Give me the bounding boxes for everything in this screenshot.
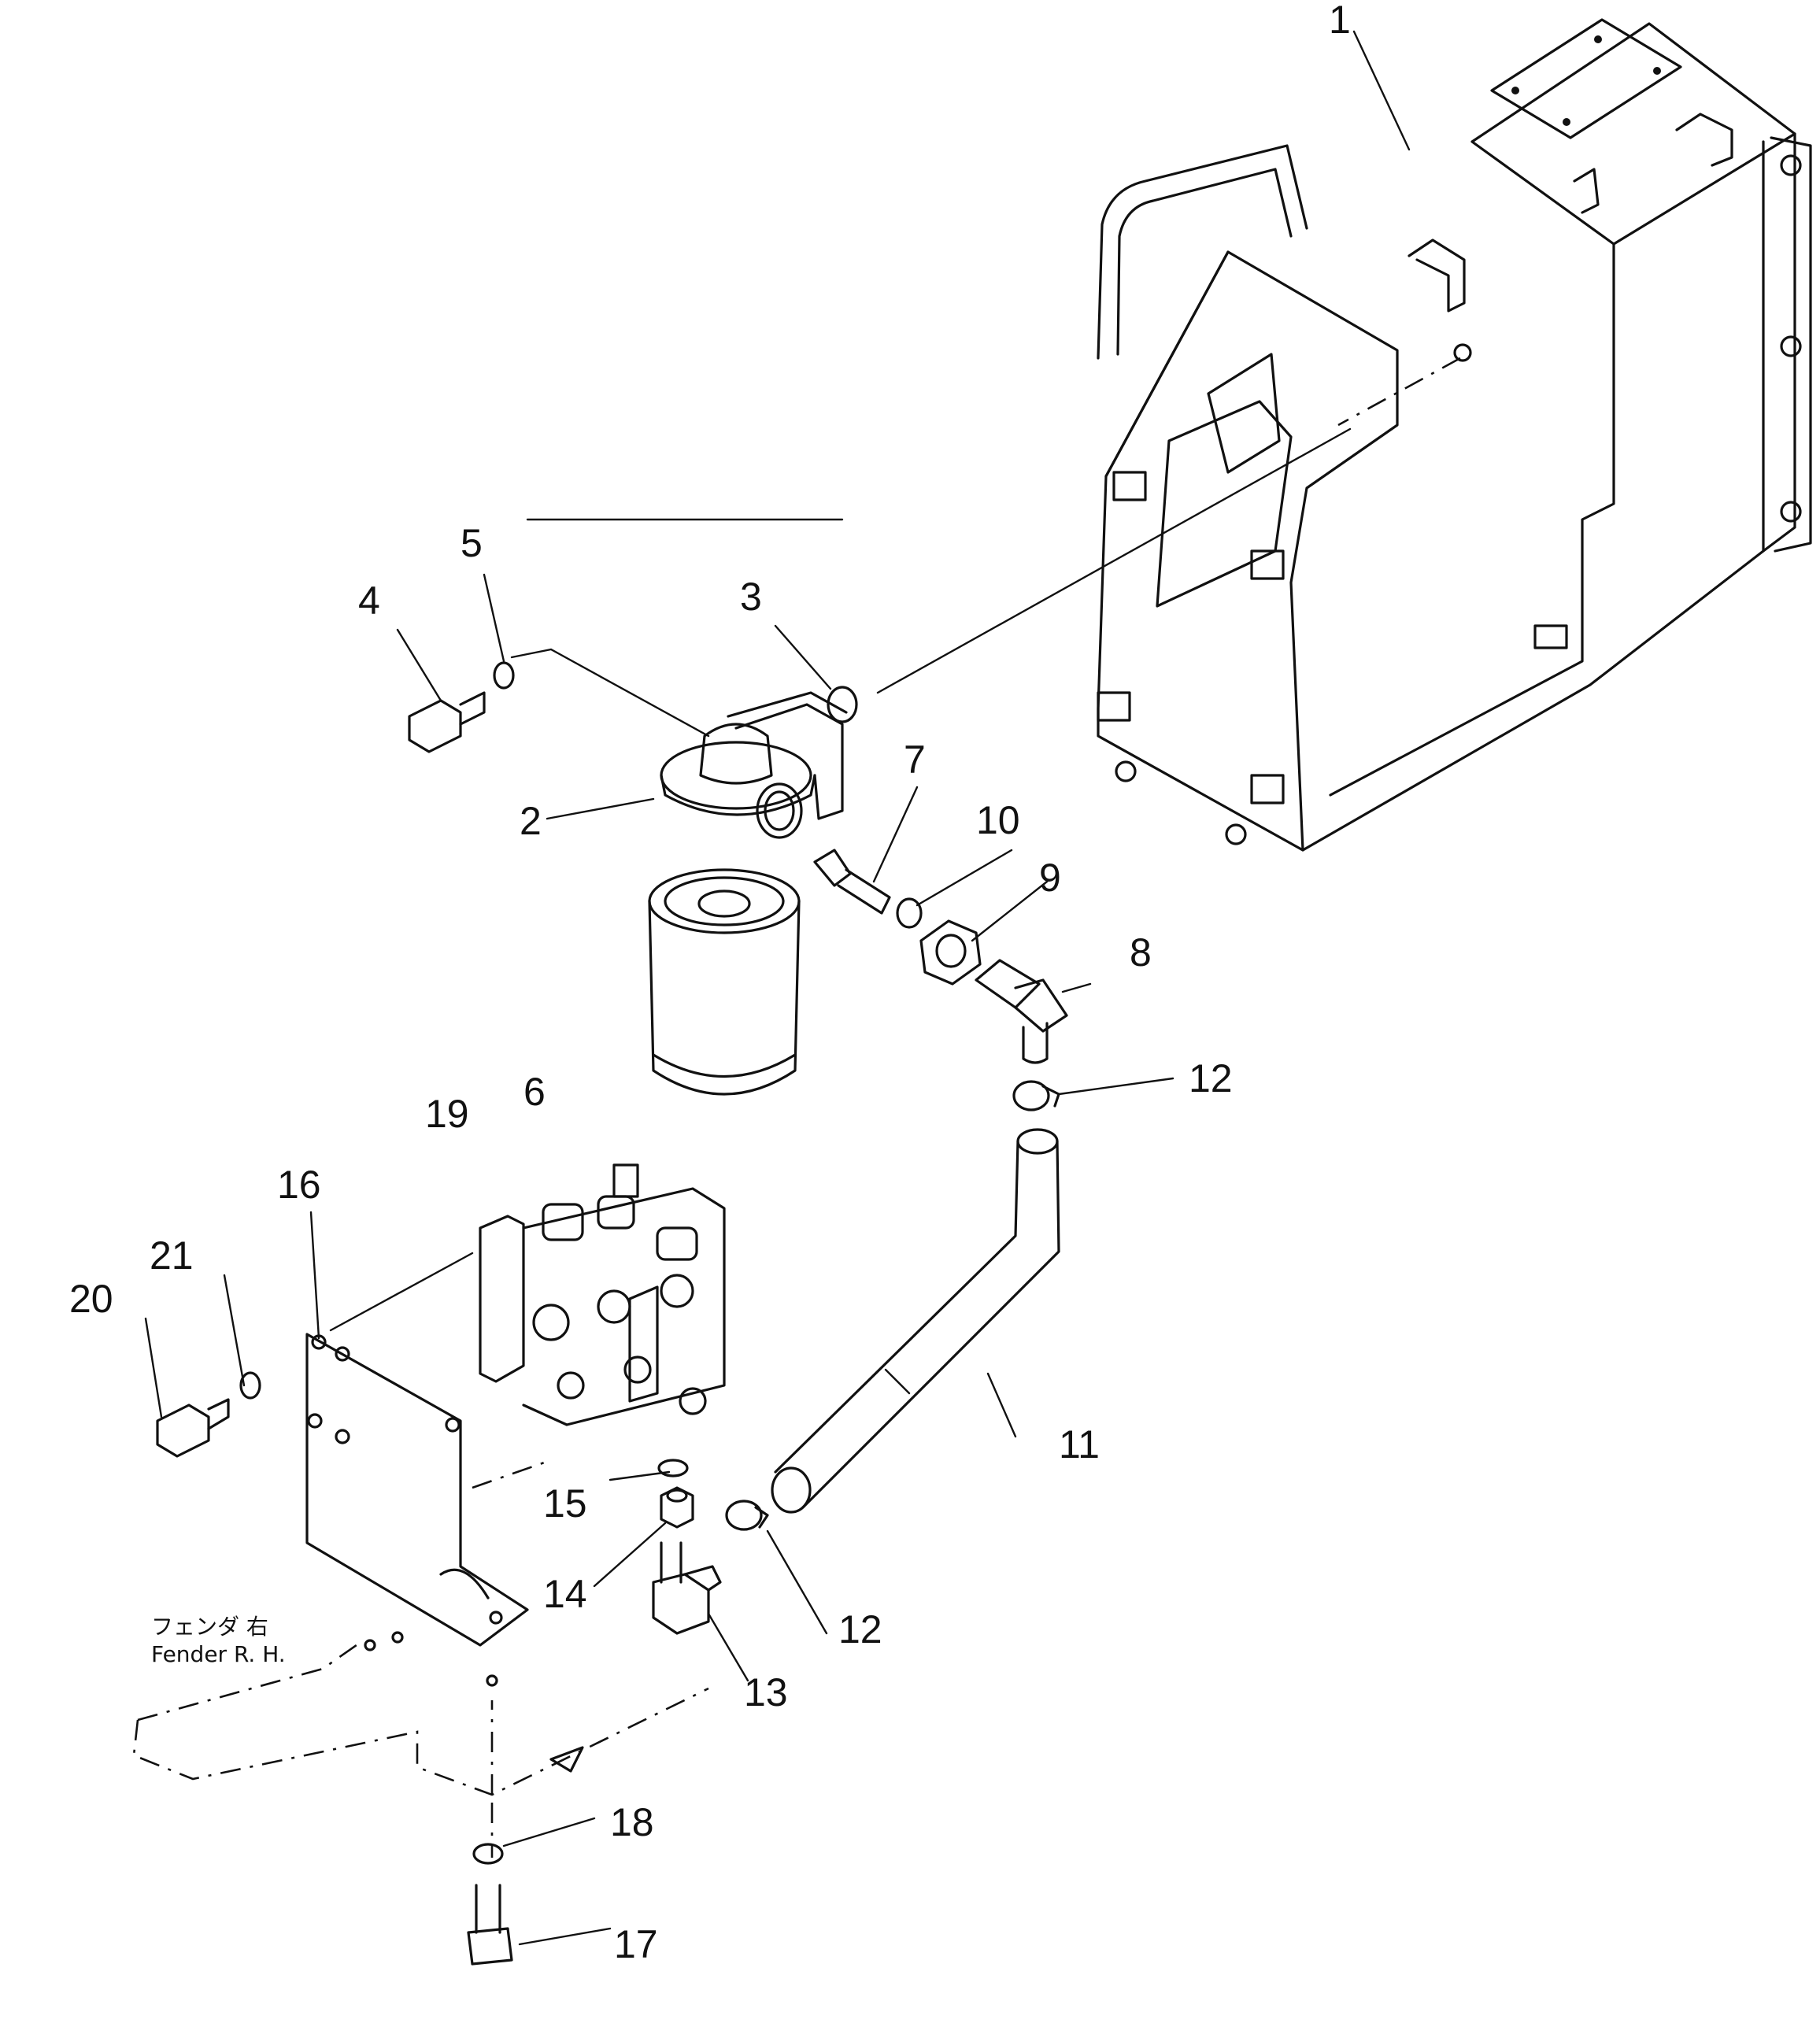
- part-label-15: 15: [543, 1481, 587, 1526]
- part-label-12-lower: 12: [838, 1607, 882, 1651]
- nut: [919, 919, 982, 986]
- part-label-14: 14: [543, 1572, 587, 1616]
- hydraulic-tank: [1097, 18, 1812, 852]
- elbow: [975, 959, 1068, 1064]
- elbow-fitting: [652, 1541, 722, 1635]
- o-ring-fitting: [657, 1459, 689, 1477]
- part-label-12-upper: 12: [1189, 1056, 1233, 1100]
- part-label-17: 17: [614, 1922, 658, 1966]
- part-label-18: 18: [610, 1800, 654, 1844]
- filter-head: [660, 691, 848, 839]
- filter-cartridge: [648, 868, 801, 1096]
- part-label-1: 1: [1329, 0, 1351, 42]
- part-label-13: 13: [744, 1670, 788, 1714]
- fender-outline: [132, 1459, 709, 1858]
- fender-note-jp: フェンダ 右: [151, 1614, 268, 1640]
- part-label-16: 16: [277, 1163, 321, 1207]
- leader-line: [329, 1252, 474, 1332]
- hose: [771, 1128, 1060, 1514]
- leader-line: [876, 427, 1352, 694]
- part-label-2: 2: [520, 799, 542, 843]
- fitting-nut: [660, 1486, 694, 1529]
- washer-bottom: [472, 1843, 504, 1865]
- bolt-bracket: [156, 1398, 230, 1458]
- o-ring: [827, 686, 858, 723]
- part-label-11: 11: [1059, 1422, 1100, 1466]
- check-valve: [813, 849, 891, 915]
- part-label-8: 8: [1130, 930, 1152, 975]
- hose-clamp-lower: [725, 1500, 769, 1531]
- leader-lines: [144, 30, 1411, 1946]
- part-label-20: 20: [69, 1277, 113, 1321]
- part-label-5: 5: [461, 521, 483, 565]
- hose-clamp-upper: [1012, 1080, 1060, 1111]
- part-label-4: 4: [358, 579, 380, 623]
- o-ring-small: [896, 897, 923, 929]
- part-label-10: 10: [976, 798, 1020, 842]
- bolt-bottom: [467, 1884, 513, 1966]
- washer-bracket: [239, 1371, 261, 1400]
- part-label-7: 7: [904, 738, 926, 782]
- part-label-21: 21: [150, 1233, 194, 1278]
- leader-line: [510, 648, 710, 738]
- control-valve: [479, 1163, 726, 1426]
- part-label-6: 6: [523, 1070, 546, 1114]
- part-label-9: 9: [1039, 856, 1061, 900]
- part-label-3: 3: [740, 575, 762, 619]
- washer: [493, 661, 515, 690]
- part-label-19: 19: [425, 1092, 469, 1136]
- bolt: [408, 691, 486, 753]
- fender-note-en: Fender R. H.: [151, 1641, 286, 1667]
